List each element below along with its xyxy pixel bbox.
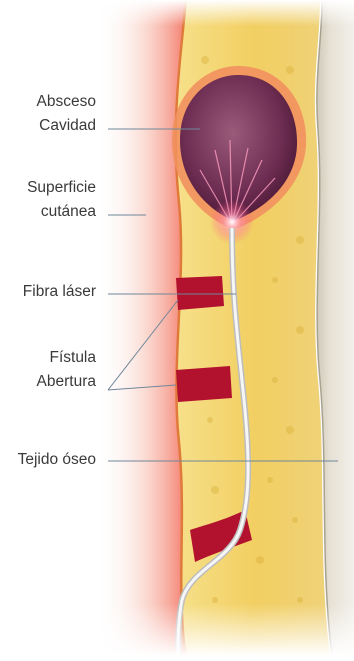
label-abertura: Abertura bbox=[37, 370, 96, 394]
label-fistula-abertura: Fístula Abertura bbox=[37, 346, 96, 394]
label-superficie-cutanea: Superficie cutánea bbox=[27, 176, 96, 224]
label-absceso-cavidad: Absceso Cavidad bbox=[37, 90, 96, 138]
label-cutanea: cutánea bbox=[27, 200, 96, 224]
label-fistula: Fístula bbox=[37, 346, 96, 370]
label-tejido-oseo: Tejido óseo bbox=[18, 448, 96, 472]
label-cavidad: Cavidad bbox=[37, 114, 96, 138]
label-superficie: Superficie bbox=[27, 176, 96, 200]
label-absceso: Absceso bbox=[37, 90, 96, 114]
label-fibra-laser: Fibra láser bbox=[23, 280, 96, 304]
